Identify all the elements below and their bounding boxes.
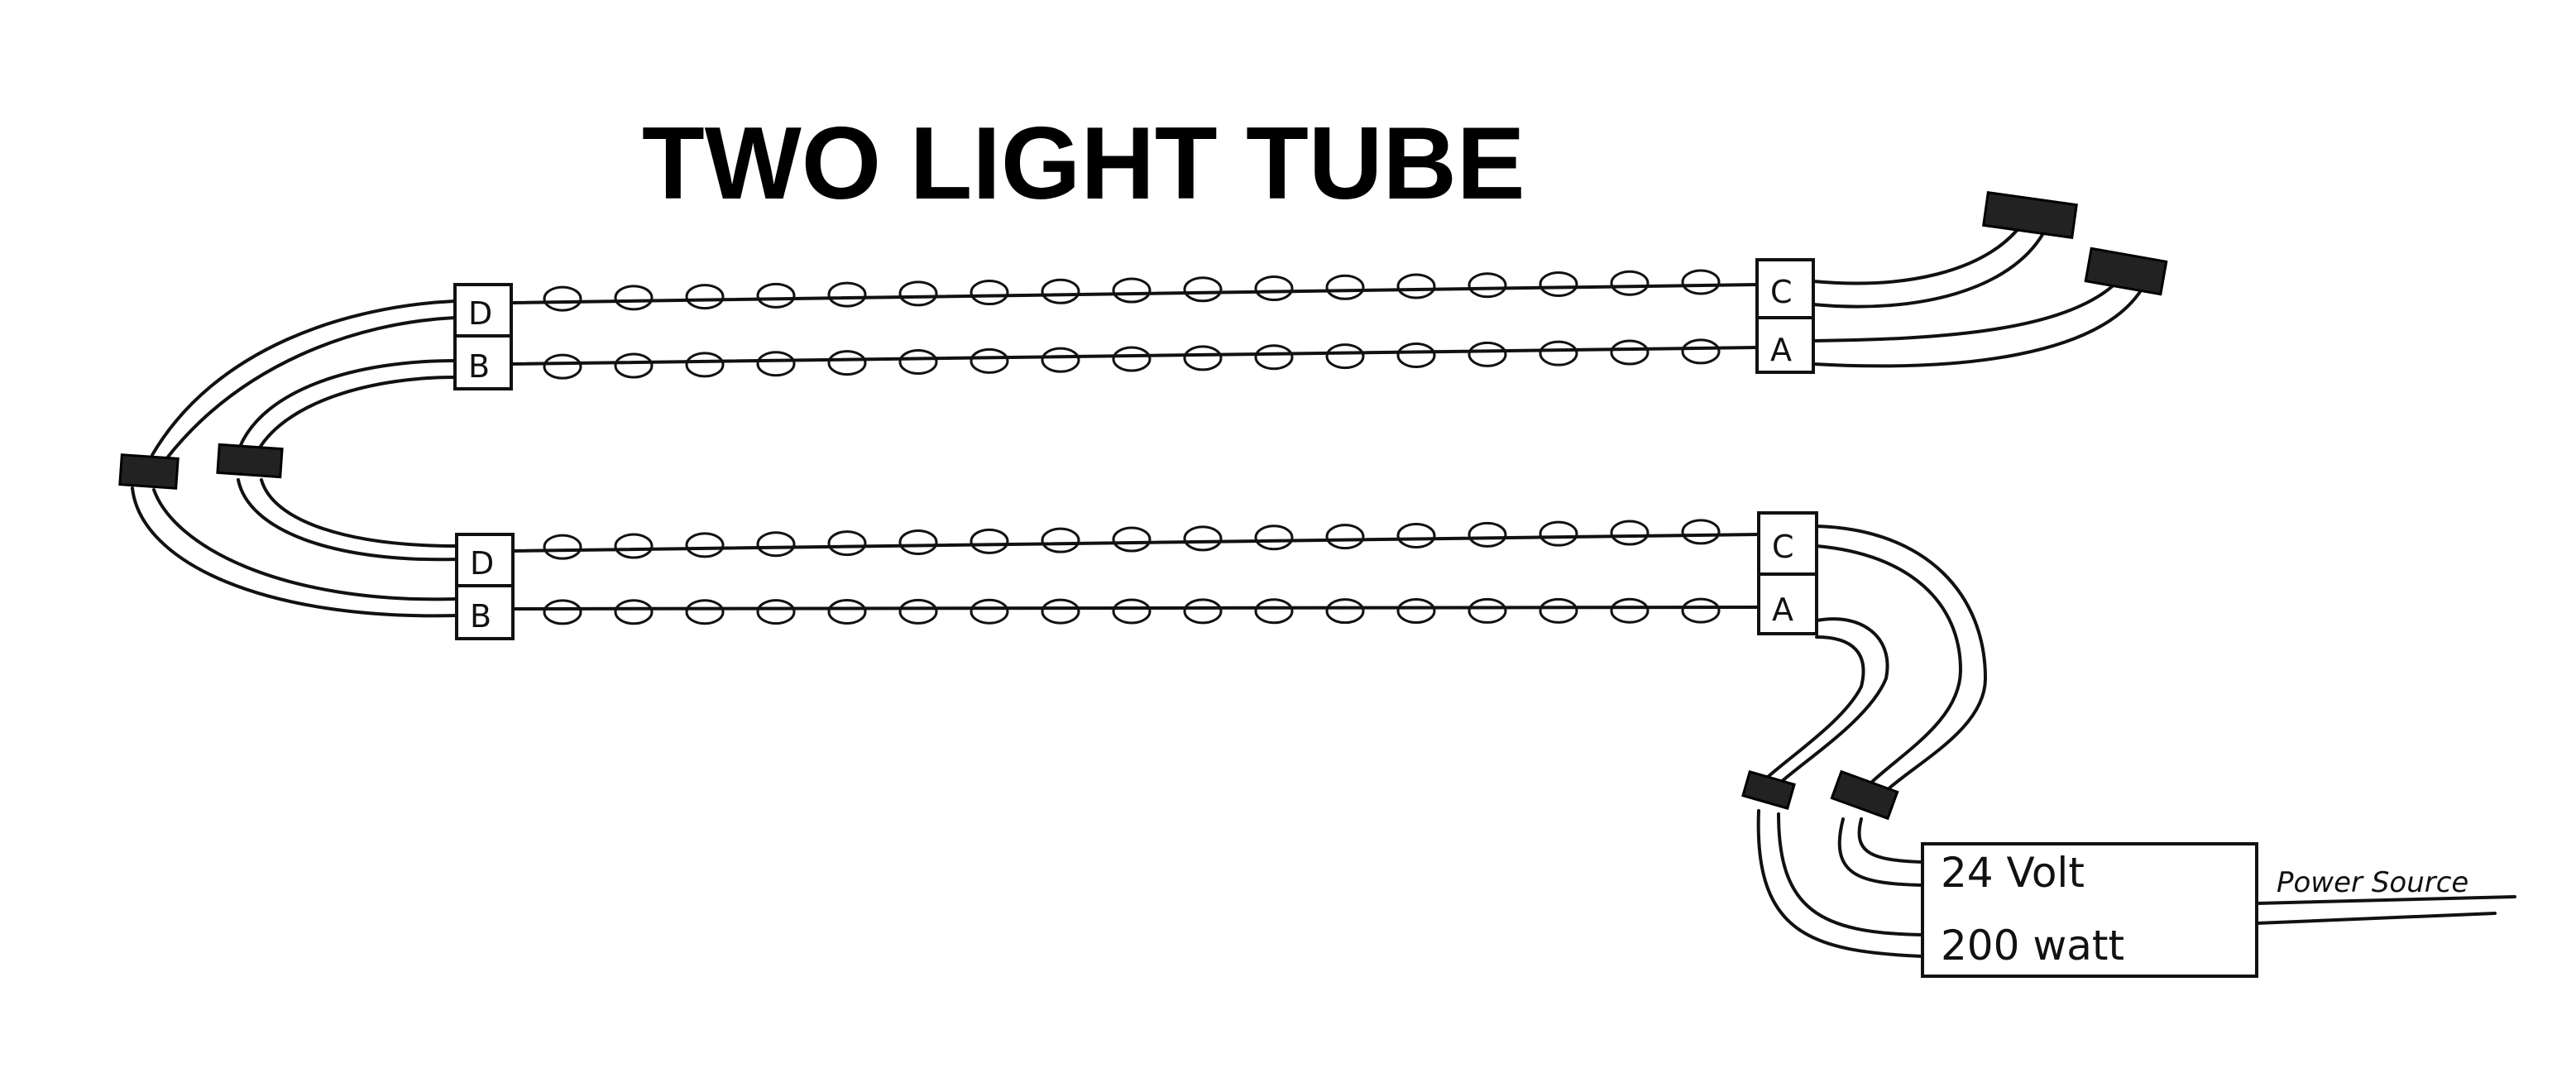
label-a: A: [1770, 332, 1792, 368]
led-bump: [1396, 522, 1436, 548]
led-bump: [1112, 598, 1152, 625]
label-c: C: [1770, 274, 1793, 310]
led-bump: [1468, 597, 1507, 624]
upper-tube: D B C A: [453, 258, 1815, 390]
led-bump: [1539, 340, 1578, 366]
led-bump: [1112, 526, 1152, 553]
led-bump: [685, 352, 725, 378]
led-bump: [1539, 271, 1578, 298]
led-bump: [756, 351, 796, 377]
label-b: B: [468, 348, 490, 385]
diagram-title: TWO LIGHT TUBE: [642, 107, 1525, 221]
led-bump: [1468, 341, 1507, 367]
led-bump: [1041, 598, 1080, 625]
lower-tube: D B C A: [455, 511, 1818, 640]
led-bump: [685, 532, 725, 558]
led-bump: [543, 285, 582, 312]
led-bump: [1183, 598, 1223, 625]
connector-plug: [118, 453, 180, 490]
led-bump: [1325, 343, 1365, 370]
label-b: B: [470, 598, 491, 635]
led-bump: [1539, 520, 1578, 547]
led-bump: [1325, 598, 1365, 625]
connector-plug: [1830, 769, 1899, 821]
led-bump: [1112, 277, 1152, 304]
led-bump: [1610, 339, 1650, 366]
left-loop-wires: [118, 299, 458, 618]
led-bump: [1254, 275, 1294, 302]
led-bump: [1681, 519, 1721, 545]
led-bump: [1183, 525, 1223, 552]
led-bump: [614, 352, 654, 379]
led-bump: [827, 598, 867, 625]
led-bump: [827, 530, 867, 557]
led-bump: [898, 280, 938, 307]
led-bump: [1681, 269, 1721, 295]
led-bump: [1112, 346, 1152, 372]
led-bump: [1325, 274, 1365, 300]
led-bump: [1396, 598, 1436, 625]
led-bump: [1041, 347, 1080, 373]
led-bump: [1254, 598, 1294, 625]
led-bump: [756, 599, 796, 625]
led-bump: [1610, 270, 1650, 296]
led-bump: [970, 347, 1009, 374]
power-wires: [1741, 524, 1988, 958]
connector-plug: [1741, 770, 1796, 810]
led-bump: [827, 281, 867, 308]
led-bump: [543, 599, 582, 625]
led-bump: [1183, 276, 1223, 303]
led-bump: [1468, 272, 1507, 299]
led-bump: [543, 353, 582, 380]
led-bump: [1254, 344, 1294, 371]
led-bump: [970, 528, 1009, 554]
led-bump: [614, 599, 654, 625]
led-bump: [1610, 520, 1650, 546]
led-bump: [1396, 342, 1436, 368]
led-bump: [543, 534, 582, 560]
led-bump: [1681, 338, 1721, 365]
led-bumps: [543, 269, 1721, 625]
label-a: A: [1772, 592, 1793, 628]
led-bump: [1041, 278, 1080, 304]
led-bump: [970, 598, 1009, 625]
led-bump: [1325, 524, 1365, 550]
led-bump: [756, 282, 796, 309]
led-bump: [970, 280, 1009, 306]
label-d: D: [468, 295, 492, 332]
led-bump: [1041, 527, 1080, 553]
label-d: D: [470, 545, 494, 582]
led-bump: [1610, 597, 1650, 624]
label-c: C: [1772, 529, 1794, 565]
wattage-label: 200 watt: [1941, 922, 2124, 970]
led-bump: [1396, 273, 1436, 299]
led-bump: [1681, 597, 1721, 624]
led-bump: [898, 529, 938, 555]
led-bump: [1183, 345, 1223, 371]
connector-plug: [2084, 247, 2168, 296]
upper-right-wires: [1812, 190, 2168, 368]
connector-plug: [1982, 190, 2078, 240]
led-bump: [685, 284, 725, 310]
led-bump: [614, 533, 654, 559]
led-bump: [898, 598, 938, 625]
led-bump: [1254, 524, 1294, 551]
led-bump: [1468, 521, 1507, 548]
led-bump: [756, 531, 796, 558]
led-bump: [898, 348, 938, 375]
led-bump: [614, 285, 654, 311]
led-bump: [827, 350, 867, 376]
power-source-label: Power Source: [2277, 866, 2468, 899]
voltage-label: 24 Volt: [1941, 849, 2085, 897]
power-supply: 24 Volt 200 watt: [1921, 842, 2258, 978]
led-bump: [685, 599, 725, 625]
connector-plug: [216, 443, 284, 479]
led-bump: [1539, 597, 1578, 624]
